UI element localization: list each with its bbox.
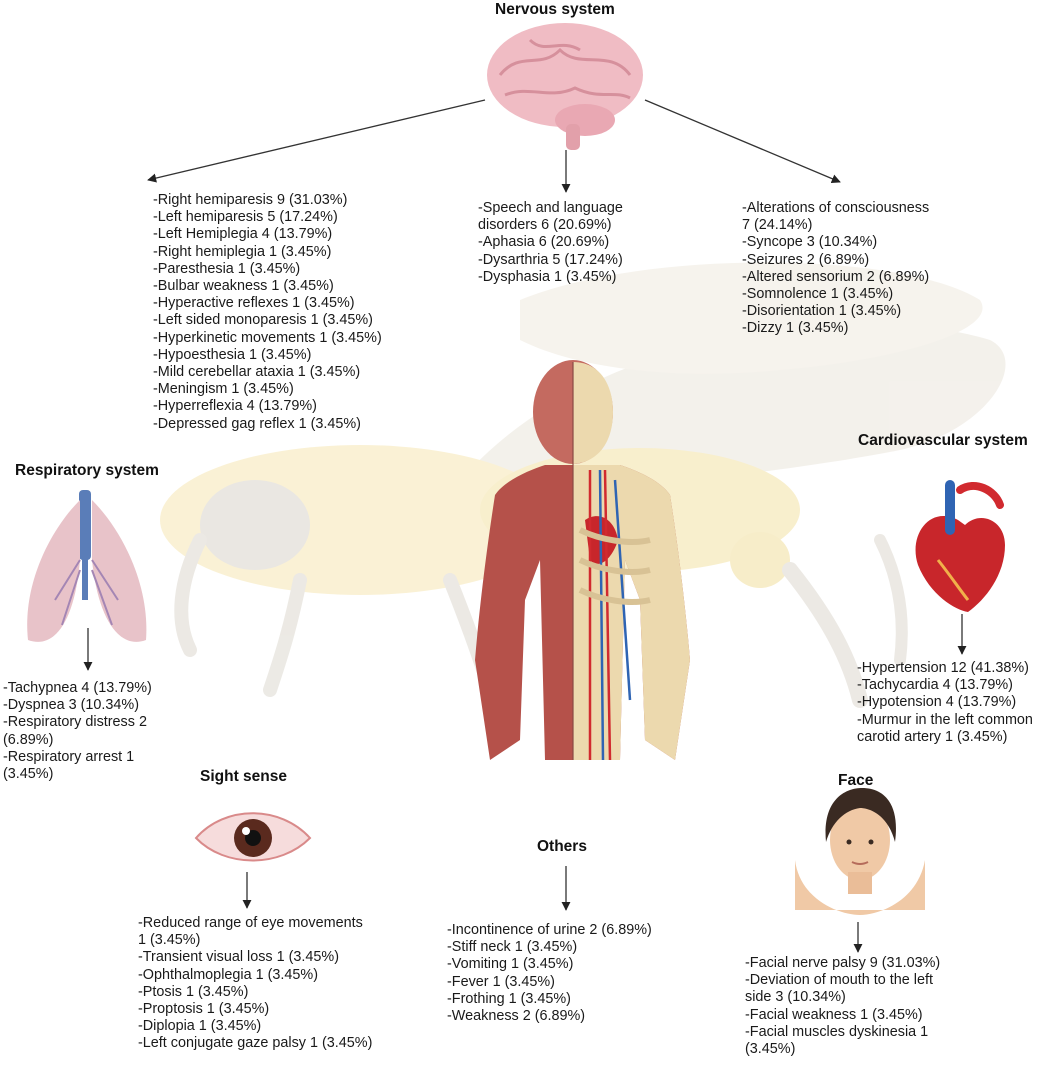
- respiratory-list: -Tachypnea 4 (13.79%) -Dyspnea 3 (10.34%…: [3, 680, 152, 783]
- others-list: -Incontinence of urine 2 (6.89%) -Stiff …: [447, 922, 652, 1025]
- list-item: -Deviation of mouth to the left: [745, 972, 933, 989]
- list-item: -Proptosis 1 (3.45%): [138, 1001, 270, 1018]
- list-item: -Aphasia 6 (20.69%): [478, 234, 610, 251]
- list-item: -Depressed gag reflex 1 (3.45%): [153, 415, 361, 432]
- list-item: -Respiratory arrest 1: [3, 748, 135, 765]
- brain-icon: [487, 23, 643, 150]
- lungs-icon: [27, 490, 147, 642]
- others-heading: Others: [537, 838, 587, 855]
- list-item: -Dizzy 1 (3.45%): [742, 320, 849, 337]
- list-item: -Murmur in the left common: [857, 711, 1033, 728]
- sight-list: -Reduced range of eye movements 1 (3.45%…: [138, 915, 372, 1053]
- arrow-nervous-left: [147, 99, 486, 183]
- list-item: -Ophthalmoplegia 1 (3.45%): [138, 966, 318, 983]
- nervous-left-list: -Right hemiparesis 9 (31.03%) -Left hemi…: [153, 192, 382, 433]
- nervous-center-list: -Speech and language disorders 6 (20.69%…: [478, 200, 623, 286]
- list-item: -Syncope 3 (10.34%): [742, 234, 878, 251]
- list-item: -Facial muscles dyskinesia 1: [745, 1023, 929, 1040]
- list-item: 7 (24.14%): [742, 217, 813, 234]
- list-item: -Ptosis 1 (3.45%): [138, 983, 249, 1000]
- list-item: -Mild cerebellar ataxia 1 (3.45%): [153, 364, 361, 381]
- list-item: -Left sided monoparesis 1 (3.45%): [153, 312, 373, 329]
- cardiovascular-system-heading: Cardiovascular system: [858, 432, 1028, 449]
- list-item: -Weakness 2 (6.89%): [447, 1008, 586, 1025]
- list-item: (3.45%): [745, 1041, 796, 1058]
- list-item: -Paresthesia 1 (3.45%): [153, 260, 301, 277]
- list-item: -Vomiting 1 (3.45%): [447, 956, 574, 973]
- list-item: -Hyperreflexia 4 (13.79%): [153, 398, 317, 415]
- heart-icon: [915, 480, 1005, 612]
- list-item: -Right hemiparesis 9 (31.03%): [153, 192, 348, 208]
- list-item: -Left Hemiplegia 4 (13.79%): [153, 226, 333, 243]
- list-item: -Dysphasia 1 (3.45%): [478, 268, 617, 285]
- list-item: -Hyperactive reflexes 1 (3.45%): [153, 295, 355, 312]
- nervous-right-list: -Alterations of consciousness 7 (24.14%)…: [742, 200, 929, 338]
- cardiovascular-list: -Hypertension 12 (41.38%) -Tachycardia 4…: [857, 660, 1033, 746]
- list-item: -Alterations of consciousness: [742, 200, 930, 216]
- arrow-nervous-right: [644, 99, 841, 184]
- list-item: -Altered sensorium 2 (6.89%): [742, 268, 930, 285]
- list-item: -Speech and language: [478, 200, 623, 216]
- face-icon: [795, 788, 925, 915]
- face-list: -Facial nerve palsy 9 (31.03%) -Deviatio…: [745, 955, 940, 1058]
- list-item: 1 (3.45%): [138, 932, 201, 949]
- list-item: -Dysarthria 5 (17.24%): [478, 251, 623, 268]
- list-item: (6.89%): [3, 731, 54, 748]
- list-item: -Disorientation 1 (3.45%): [742, 303, 902, 320]
- list-item: -Hypotension 4 (13.79%): [857, 694, 1017, 711]
- list-item: disorders 6 (20.69%): [478, 217, 612, 234]
- list-item: side 3 (10.34%): [745, 989, 846, 1006]
- list-item: -Transient visual loss 1 (3.45%): [138, 949, 340, 966]
- arrows: [83, 99, 967, 953]
- list-item: -Meningism 1 (3.45%): [153, 381, 294, 398]
- list-item: -Reduced range of eye movements: [138, 915, 363, 931]
- face-heading: Face: [838, 772, 874, 789]
- list-item: -Hyperkinetic movements 1 (3.45%): [153, 329, 382, 346]
- list-item: -Left conjugate gaze palsy 1 (3.45%): [138, 1035, 373, 1052]
- nervous-system-heading: Nervous system: [495, 1, 615, 18]
- list-item: -Somnolence 1 (3.45%): [742, 286, 894, 303]
- list-item: -Right hemiplegia 1 (3.45%): [153, 243, 332, 260]
- list-item: -Left hemiparesis 5 (17.24%): [153, 209, 338, 226]
- list-item: -Hypertension 12 (41.38%): [857, 660, 1029, 676]
- list-item: -Incontinence of urine 2 (6.89%): [447, 922, 652, 938]
- list-item: -Bulbar weakness 1 (3.45%): [153, 278, 334, 295]
- list-item: (3.45%): [3, 766, 54, 783]
- list-item: -Facial nerve palsy 9 (31.03%): [745, 955, 941, 971]
- list-item: -Stiff neck 1 (3.45%): [447, 939, 578, 956]
- list-item: -Fever 1 (3.45%): [447, 973, 555, 990]
- list-item: -Respiratory distress 2: [3, 714, 147, 731]
- sight-sense-heading: Sight sense: [200, 768, 287, 785]
- list-item: -Dyspnea 3 (10.34%): [3, 697, 139, 714]
- list-item: carotid artery 1 (3.45%): [857, 728, 1008, 745]
- list-item: -Tachycardia 4 (13.79%): [857, 677, 1013, 694]
- respiratory-system-heading: Respiratory system: [15, 462, 159, 479]
- list-item: -Tachypnea 4 (13.79%): [3, 680, 152, 696]
- list-item: -Facial weakness 1 (3.45%): [745, 1006, 923, 1023]
- eye-icon: [194, 812, 312, 862]
- list-item: -Seizures 2 (6.89%): [742, 251, 870, 268]
- list-item: -Hypoesthesia 1 (3.45%): [153, 346, 312, 363]
- list-item: -Diplopia 1 (3.45%): [138, 1018, 262, 1035]
- list-item: -Frothing 1 (3.45%): [447, 990, 571, 1007]
- human-anatomy-icon: [475, 360, 690, 761]
